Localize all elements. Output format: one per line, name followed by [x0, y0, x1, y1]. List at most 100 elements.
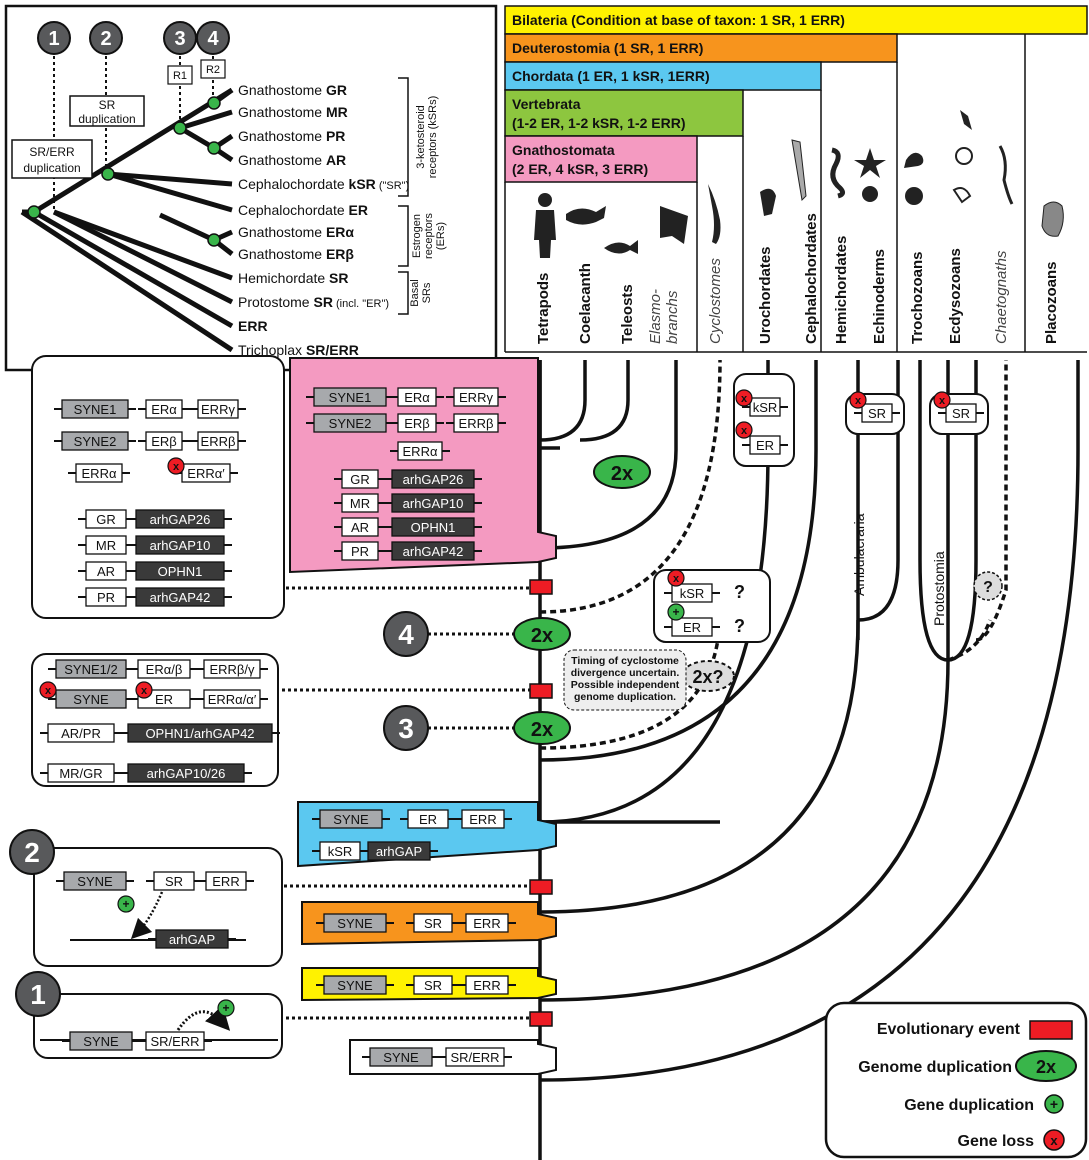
gene-label: SYNE — [83, 1034, 119, 1049]
gene-box: AR — [334, 518, 386, 536]
gene-label: ERβ — [404, 416, 430, 431]
taxon-gnathostomata: Gnathostomata — [512, 142, 615, 158]
species-label: Hemichordates — [833, 236, 850, 344]
gene-label: ER — [756, 438, 774, 453]
nematode-icon — [956, 148, 972, 164]
species-label: Trochozoans — [909, 251, 926, 344]
svg-text:1: 1 — [48, 28, 59, 50]
svg-text:x: x — [673, 573, 680, 585]
gene-box: arhGAP — [148, 930, 236, 948]
gene-loss-icon: x — [168, 458, 184, 474]
gene-box: ERR — [458, 914, 516, 932]
gene-loss-icon: x — [40, 682, 56, 698]
gene-label: ERR — [473, 916, 500, 931]
gene-label: SYNE — [383, 1050, 419, 1065]
gene-loss-icon: x — [736, 422, 752, 438]
event-marker — [530, 684, 552, 698]
gene-label: ERα — [151, 402, 177, 417]
gene-box: SR/ERR — [138, 1032, 212, 1050]
crustacean-icon — [954, 188, 970, 202]
gene-box: OPHN1 — [128, 562, 232, 580]
gene-box: SR — [406, 914, 460, 932]
event-marker — [530, 880, 552, 894]
legend-loss: Gene loss — [958, 1133, 1035, 1150]
svg-text:x: x — [939, 395, 946, 407]
gene-box: GR — [78, 510, 134, 528]
gene-label: kSR — [753, 400, 778, 415]
taxon-vertebrata-count: (1-2 ER, 1-2 kSR, 1-2 ERR) — [512, 115, 686, 131]
gene-label: arhGAP42 — [150, 590, 211, 605]
coelacanth-icon — [566, 206, 606, 225]
gene-label: GR — [350, 472, 370, 487]
svg-text:1: 1 — [30, 979, 46, 1010]
gene-box: ER — [400, 810, 456, 828]
gene-box: SYNE — [312, 810, 390, 828]
gene-box: ERRγ — [446, 388, 506, 406]
gene-loss-icon: x — [668, 570, 684, 586]
svg-text:+: + — [222, 1001, 229, 1015]
worm-icon — [905, 187, 923, 205]
inset-gene-label: Gnathostome ERβ — [238, 246, 354, 262]
gene-label: SYNE — [73, 692, 109, 707]
gene-loss-icon: x — [136, 682, 152, 698]
event-marker — [530, 580, 552, 594]
gene-label: SR — [868, 406, 886, 421]
gene-box: ERRβ — [190, 432, 246, 450]
gene-label: OPHN1/arhGAP42 — [145, 726, 254, 741]
receptor-group-label: receptors (kSRs) — [427, 96, 439, 179]
svg-text:x: x — [173, 461, 180, 473]
legend-dup: 2x — [1036, 1057, 1056, 1077]
srerr-dup-label-2: duplication — [23, 161, 80, 175]
gene-box: SYNE — [362, 1048, 440, 1066]
inset-node — [208, 142, 220, 154]
gene-label: ER — [683, 620, 701, 635]
taxon-deuterostomia: Deuterostomia (1 SR, 1 ERR) — [512, 40, 703, 56]
note-line: Possible independent — [571, 679, 680, 691]
gene-label: ERβ — [151, 434, 177, 449]
gene-label: SR — [165, 874, 183, 889]
gene-box: ERRβ/γ — [196, 660, 268, 678]
gene-box: ERRγ — [190, 400, 246, 418]
gene-label: SR — [952, 406, 970, 421]
sr-dup-label-1: SR — [99, 98, 116, 112]
gene-box: SYNE — [316, 914, 394, 932]
gene-label: SYNE2 — [74, 434, 117, 449]
gene-label: ERRβ — [459, 416, 494, 431]
species-label: Ecdysozoans — [947, 248, 964, 344]
human-icon — [534, 193, 556, 258]
gene-box: arhGAP — [360, 842, 438, 860]
step-2: 2 — [10, 830, 54, 874]
species-label: Tetrapods — [535, 273, 552, 344]
gene-label: PR — [351, 544, 369, 559]
inset-node — [28, 206, 40, 218]
species-label: Teleosts — [619, 284, 636, 344]
gene-label: PR — [97, 590, 115, 605]
gene-box: OPHN1/arhGAP42 — [120, 724, 280, 742]
gene-label: arhGAP10/26 — [147, 766, 226, 781]
gene-box: arhGAP10/26 — [120, 764, 252, 782]
inset-gene-label: Gnathostome GR — [238, 82, 347, 98]
legend-genome: Genome duplication — [858, 1059, 1012, 1076]
inset-step-1: 1 — [38, 22, 70, 54]
gene-box: arhGAP10 — [128, 536, 232, 554]
taxon-gnathostomata-count: (2 ER, 4 kSR, 3 ERR) — [512, 161, 648, 177]
gene-label: SYNE1/2 — [64, 662, 117, 677]
svg-text:+: + — [672, 605, 679, 619]
sr-dup-label-2: duplication — [78, 112, 135, 126]
gene-box: MR — [78, 536, 134, 554]
snail-icon — [904, 153, 923, 168]
taxon-chordata: Chordata (1 ER, 1 kSR, 1ERR) — [512, 68, 710, 84]
gene-box: ER — [664, 618, 720, 636]
gene-label: SYNE — [77, 874, 113, 889]
gene-label: ERRα — [403, 444, 438, 459]
gene-box: MR/GR — [40, 764, 122, 782]
gene-box: arhGAP26 — [384, 470, 482, 488]
gene-label: OPHN1 — [411, 520, 456, 535]
inset-step-2: 2 — [90, 22, 122, 54]
inset-gene-label: Gnathostome AR — [238, 152, 346, 168]
step-4: 4 — [384, 612, 428, 656]
plus-icon: + — [1050, 1096, 1058, 1112]
species-label: Chaetognaths — [993, 250, 1010, 344]
r2-label: R2 — [206, 64, 220, 76]
